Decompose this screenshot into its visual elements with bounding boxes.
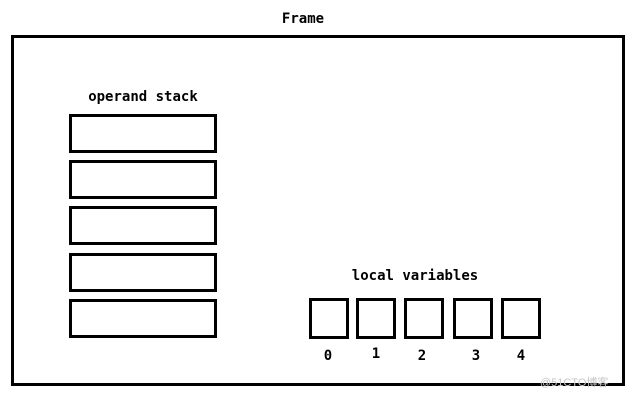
operand-stack-slot	[69, 253, 217, 292]
frame-box	[11, 35, 625, 386]
watermark: @51CTO博客	[540, 377, 609, 389]
local-variable-index-2: 2	[417, 348, 427, 364]
operand-stack-slot	[69, 206, 217, 245]
local-variable-slot-4	[501, 298, 541, 339]
frame-title: Frame	[281, 11, 325, 27]
operand-stack-slot	[69, 299, 217, 338]
local-variable-slot-1	[356, 298, 396, 339]
local-variable-slot-0	[309, 298, 349, 339]
local-variable-index-1: 1	[371, 346, 381, 362]
operand-stack-slot	[69, 160, 217, 199]
local-variable-slot-3	[453, 298, 493, 339]
local-variables-label: local variables	[351, 268, 479, 284]
operand-stack-slot	[69, 114, 217, 153]
operand-stack-label: operand stack	[88, 89, 198, 105]
local-variable-index-3: 3	[471, 348, 481, 364]
local-variable-index-0: 0	[323, 348, 333, 364]
local-variable-slot-2	[404, 298, 444, 339]
local-variable-index-4: 4	[516, 348, 526, 364]
